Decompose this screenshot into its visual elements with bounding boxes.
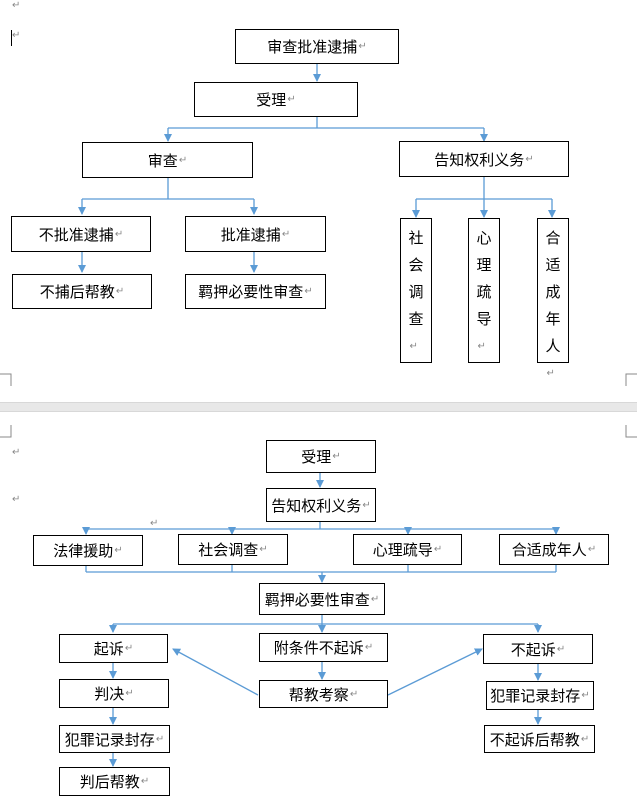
accept-box-2: 受理↵ [266,440,376,473]
probation-inspection-box: 帮教考察↵ [259,680,388,708]
paragraph-mark: ↵ [12,0,21,11]
social-survey-box-2: 社会调查↵ [178,534,288,565]
conditional-non-prosecution-box: 附条件不起诉↵ [259,633,388,662]
paragraph-mark: ↵ [12,494,21,505]
prosecute-box: 起诉↵ [59,634,168,663]
page-break-separator [0,402,637,412]
detention-necessity-review-box-2: 羁押必要性审查↵ [259,583,385,615]
paragraph-mark: ↵ [150,518,159,529]
post-non-arrest-help-box: 不捕后帮教↵ [12,274,152,309]
not-approve-arrest-box: 不批准逮捕↵ [11,216,151,252]
social-survey-box: 社 会 调 查↵ [400,218,432,363]
inform-rights-box: 告知权利义务↵ [399,141,569,177]
psychological-counseling-box-2: 心理疏导↵ [353,534,462,565]
text-cursor [11,30,12,46]
seal-criminal-record-box-right: 犯罪记录封存↵ [486,681,594,710]
seal-criminal-record-box-left: 犯罪记录封存↵ [59,725,170,753]
approve-arrest-box: 批准逮捕↵ [185,216,326,252]
appropriate-adult-box-2: 合适成年人↵ [499,534,609,565]
appropriate-adult-box: 合 适 成 年 人↵ [537,218,569,379]
legal-aid-box: 法律援助↵ [33,535,143,566]
accept-box: 受理↵ [194,82,358,117]
paragraph-mark: ↵ [12,30,21,41]
verdict-box: 判决↵ [59,679,169,708]
inform-rights-box-2: 告知权利义务↵ [266,488,376,522]
approve-arrest-review-box: 审查批准逮捕↵ [235,29,399,64]
post-non-prosecution-help-box: 不起诉后帮教↵ [484,725,595,753]
psychological-counseling-box: 心 理 疏 导↵ [468,218,500,363]
review-box: 审查↵ [82,142,253,178]
post-verdict-help-box: 判后帮教↵ [59,767,170,796]
non-prosecution-box: 不起诉↵ [483,634,593,664]
detention-necessity-review-box: 羁押必要性审查↵ [185,274,326,309]
paragraph-mark: ↵ [12,447,21,458]
